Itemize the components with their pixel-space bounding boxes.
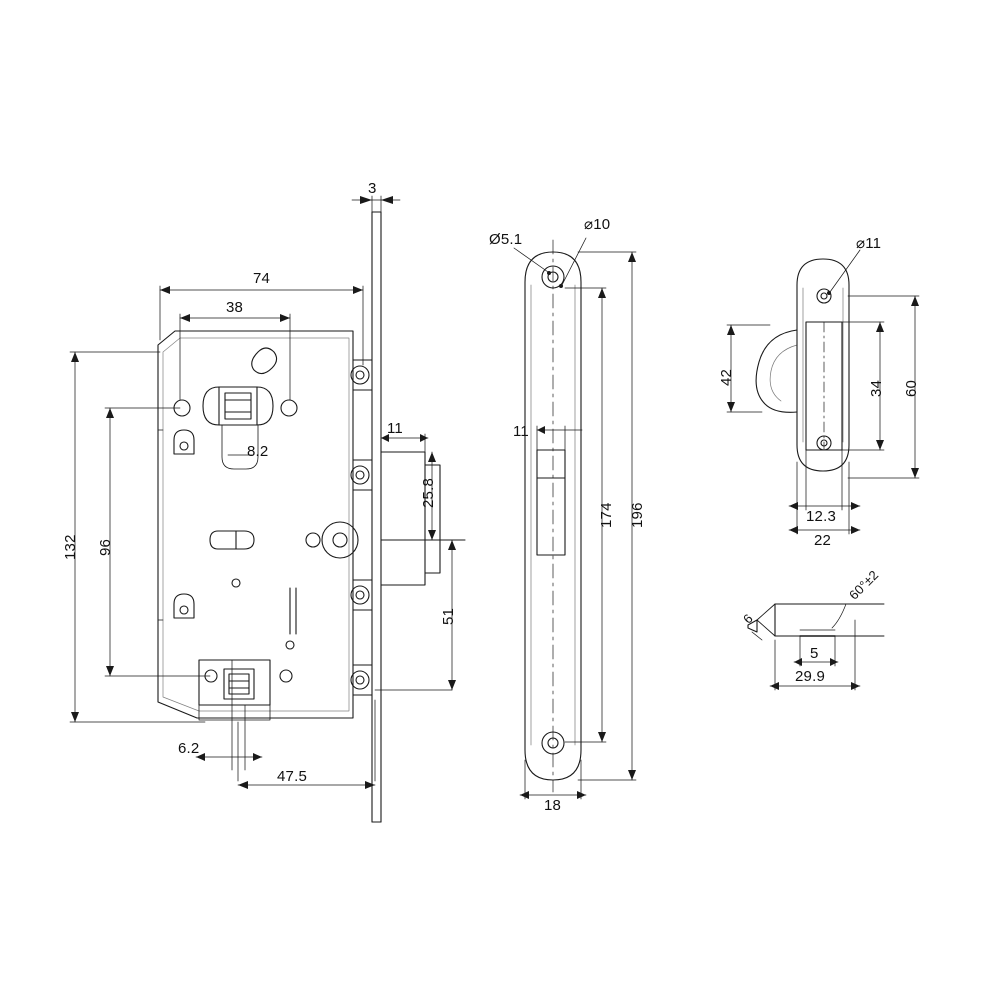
dim-dia-10: ⌀10 bbox=[584, 216, 611, 233]
dim-dia-11: ⌀11 bbox=[856, 235, 882, 252]
dim-22: 22 bbox=[814, 532, 832, 549]
front-view-dimension-lines bbox=[69, 195, 456, 789]
strike-view-dimension-lines bbox=[726, 249, 920, 535]
dim-6-2: 6.2 bbox=[178, 740, 200, 757]
dim-25-8: 25.8 bbox=[420, 478, 437, 508]
dim-132: 132 bbox=[62, 534, 79, 560]
dim-51: 51 bbox=[440, 607, 457, 625]
dim-60: 60 bbox=[903, 379, 920, 397]
front-view-case-stems bbox=[352, 359, 373, 696]
dim-34: 34 bbox=[868, 379, 885, 397]
dim-42: 42 bbox=[718, 368, 735, 386]
dim-96: 96 bbox=[97, 538, 114, 556]
dim-8-2: 8.2 bbox=[247, 443, 269, 460]
dim-11-front: 11 bbox=[387, 420, 403, 437]
faceplate-view-outline bbox=[524, 251, 582, 781]
strike-view-box bbox=[805, 321, 843, 451]
strike-view-lip bbox=[755, 329, 798, 413]
front-view-faceplate bbox=[371, 211, 382, 823]
front-view-left-holes bbox=[173, 399, 298, 619]
dim-18: 18 bbox=[544, 797, 562, 814]
front-view-cylinder-hole bbox=[202, 386, 274, 470]
dim-38: 38 bbox=[226, 299, 244, 316]
front-view-misc-details bbox=[231, 578, 297, 650]
bevel-detail-shape bbox=[747, 603, 885, 637]
front-view-oval-slot bbox=[251, 347, 278, 375]
strike-view-screw-holes bbox=[816, 288, 832, 451]
front-view-latch-bolt bbox=[380, 451, 466, 586]
faceplate-view-dimension-lines bbox=[513, 237, 637, 800]
front-view-mounting-plate bbox=[198, 659, 293, 721]
front-view-follower bbox=[209, 521, 359, 559]
strike-view-outline bbox=[796, 258, 850, 472]
dim-12-3: 12.3 bbox=[806, 508, 836, 525]
dim-74: 74 bbox=[253, 270, 271, 287]
dim-174: 174 bbox=[598, 502, 615, 528]
front-view-screw-bosses bbox=[350, 365, 370, 690]
dim-29-9: 29.9 bbox=[795, 668, 825, 685]
dim-47-5: 47.5 bbox=[277, 768, 307, 785]
dim-196: 196 bbox=[629, 502, 646, 528]
bevel-detail-dimension-lines bbox=[751, 619, 861, 691]
dim-5: 5 bbox=[810, 645, 819, 662]
faceplate-view-latch-cutout bbox=[536, 449, 566, 556]
dim-3: 3 bbox=[368, 180, 377, 197]
dim-dia-5-1: Ø5.1 bbox=[489, 231, 523, 248]
dim-11-faceplate: 11 bbox=[513, 423, 529, 440]
